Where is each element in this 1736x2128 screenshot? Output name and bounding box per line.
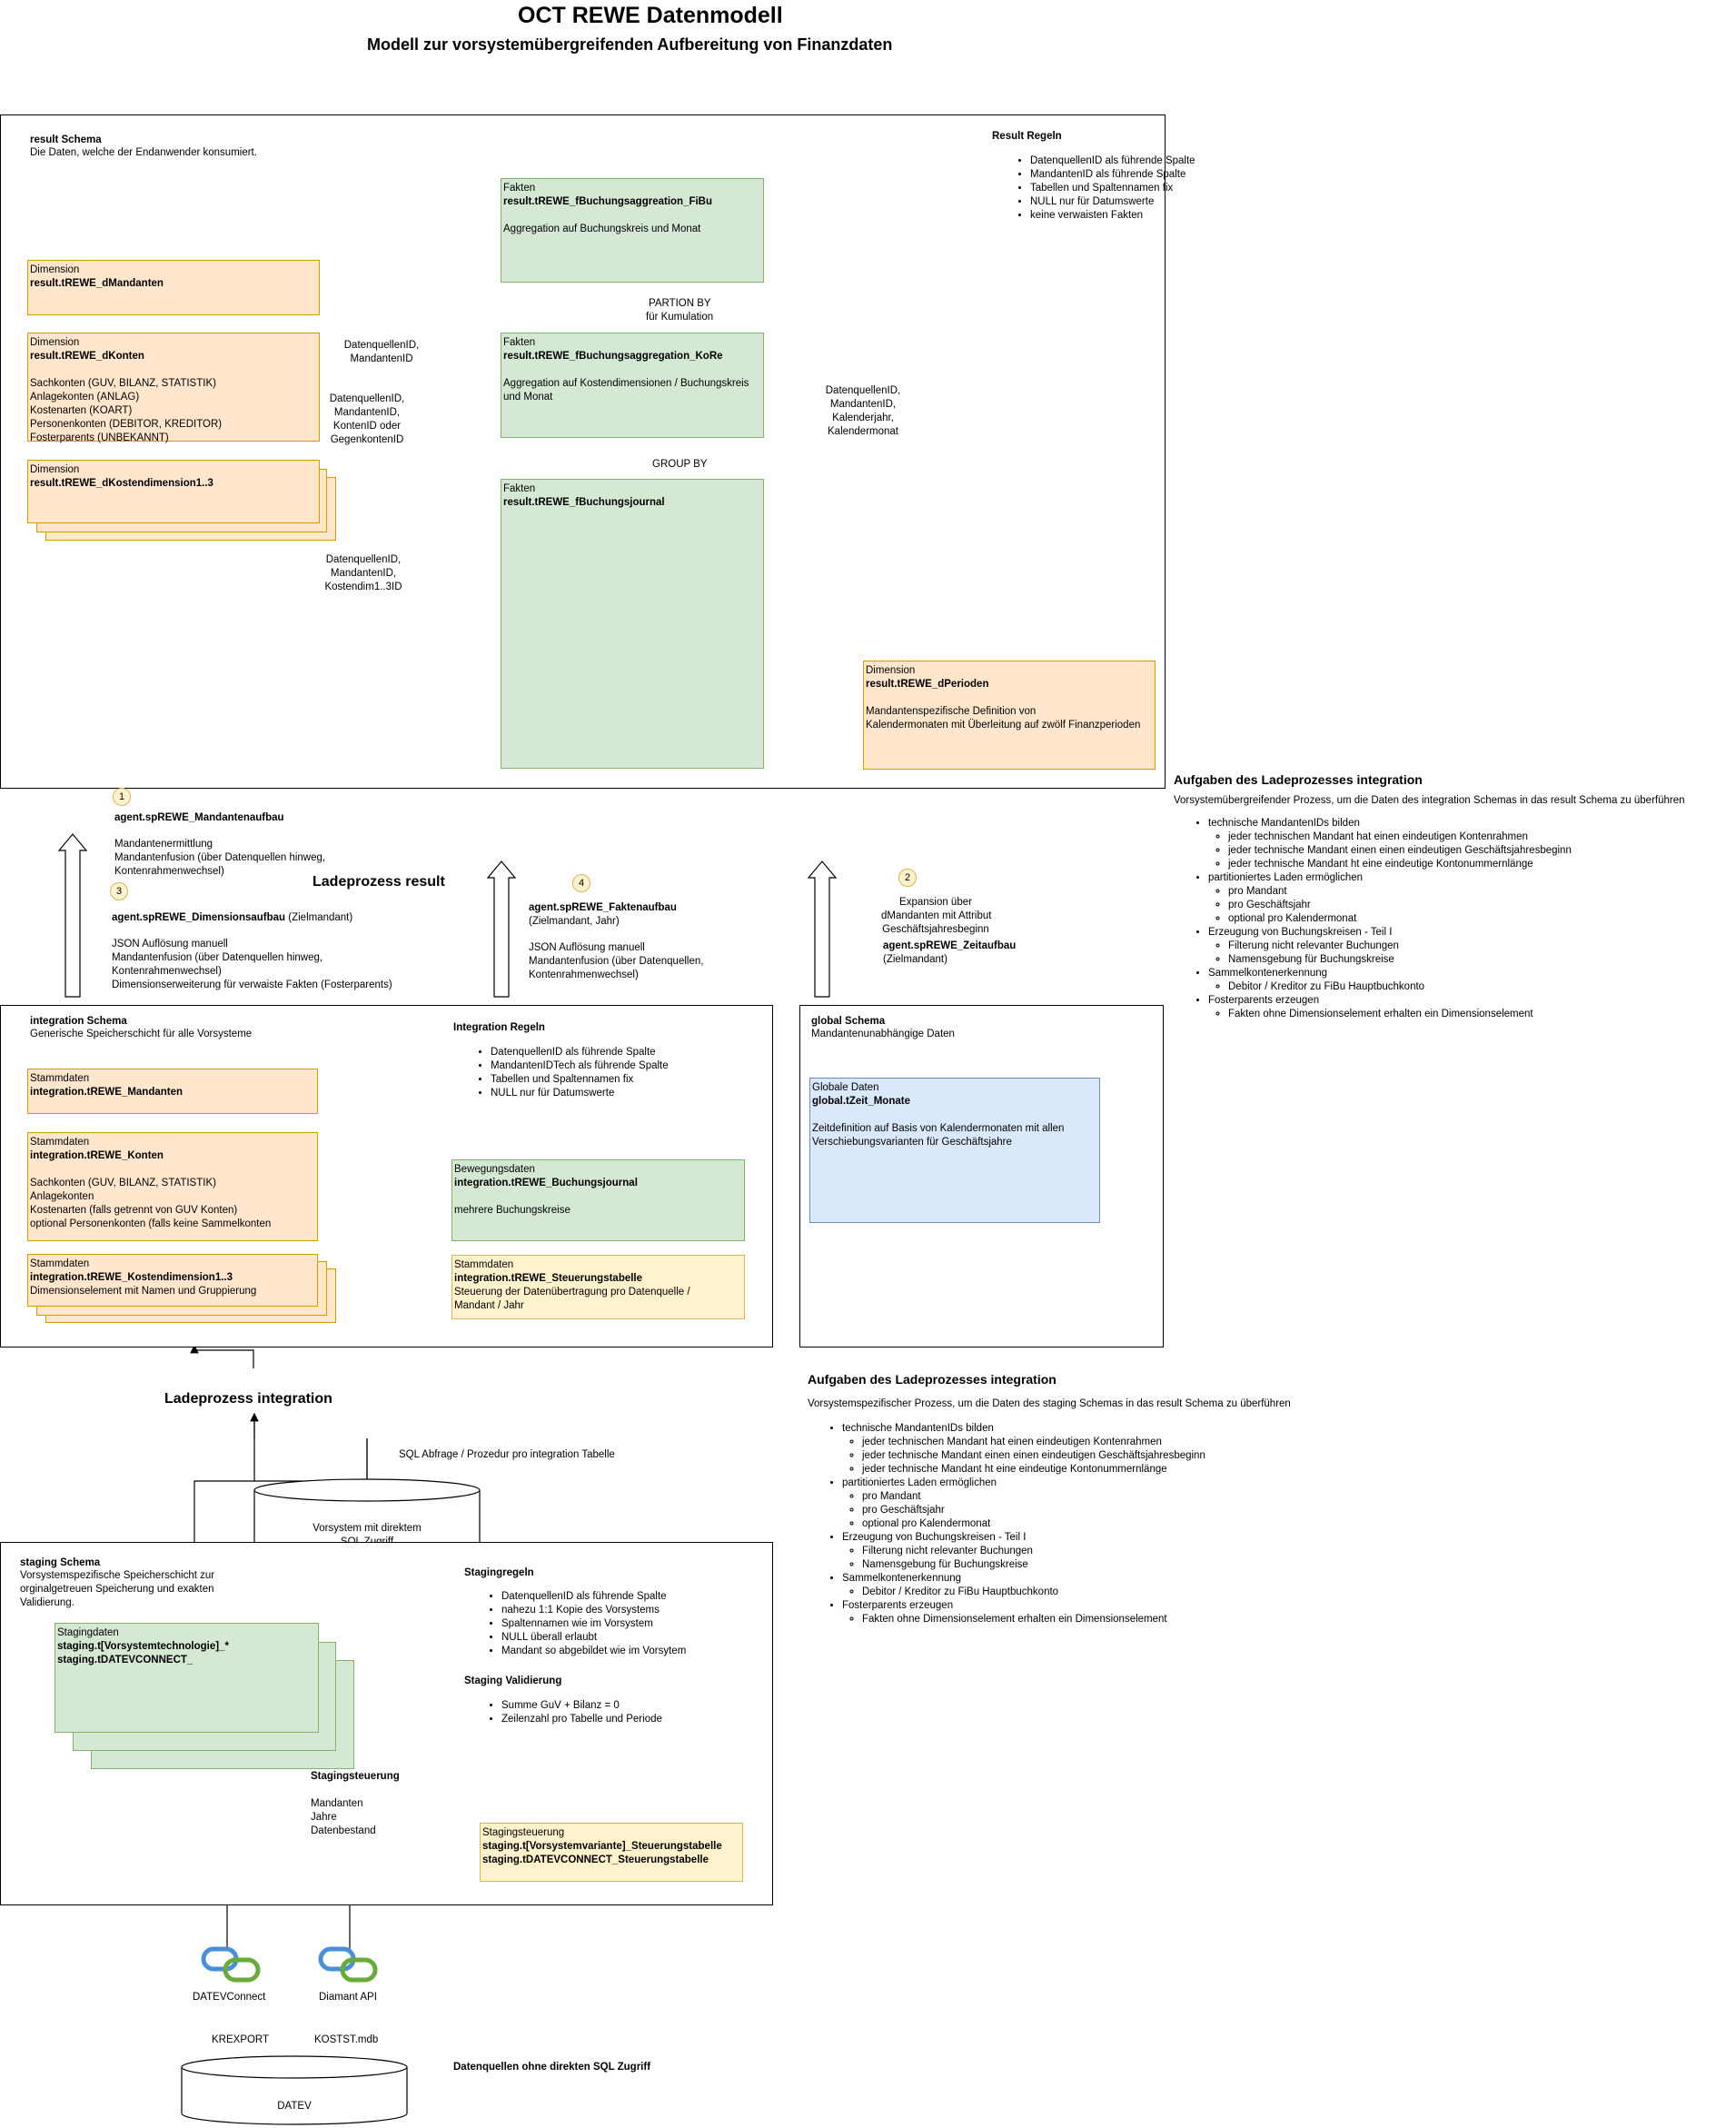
datev-db-label: DATEV: [277, 2101, 312, 2112]
dim-dkonten[interactable]: Dimension result.tREWE_dKonten Sachkonte…: [27, 333, 320, 443]
staging-validation-list: Summe GuV + Bilanz = 0Zeilenzahl pro Tab…: [485, 1699, 662, 1726]
page-title: OCT REWE Datenmodell: [518, 3, 783, 28]
agent-zeitaufbau: agent.spREWE_Zeitaufbau: [883, 940, 1017, 951]
partion-by-label: PARTION BY: [649, 298, 711, 309]
integration-schema-desc: Generische Speicherschicht für alle Vors…: [30, 1029, 253, 1039]
stamm-konten[interactable]: Stammdaten integration.tREWE_Konten Sach…: [27, 1132, 318, 1241]
agent-dimensionsaufbau: agent.spREWE_Dimensionsaufbau (Zielmanda…: [112, 912, 353, 923]
join-label-konten: DatenquellenID,MandantenID,KontenID oder…: [329, 393, 405, 445]
source-datevconnect: DATEVConnect: [193, 1992, 266, 2003]
step-badge-1: 1: [113, 788, 131, 806]
tasks-integration-desc: Vorsystemspezifischer Prozess, um die Da…: [808, 1398, 1291, 1409]
step-badge-3: 3: [110, 882, 128, 900]
result-schema-desc: Die Daten, welche der Endanwender konsum…: [30, 147, 257, 158]
tasks-integration-title: Aufgaben des Ladeprozesses integration: [808, 1372, 1056, 1387]
stamm-kostendimension[interactable]: Stammdaten integration.tREWE_Kostendimen…: [27, 1254, 318, 1307]
global-schema-desc: Mandantenunabhängige Daten: [811, 1029, 955, 1039]
integration-rules-list: DatenquellenID als führende SpalteMandan…: [474, 1046, 669, 1100]
hollow-arrow-3: [807, 860, 838, 998]
global-schema-title: global Schema: [811, 1016, 886, 1027]
staging-schema-title: staging Schema: [20, 1557, 101, 1568]
source-diamant-api: Diamant API: [319, 1992, 377, 2003]
chain-link-icon: [201, 1946, 261, 1983]
staging-schema-desc: Vorsystemspezifische Speicherschicht zur…: [20, 1570, 215, 1608]
stamm-mandanten[interactable]: Stammdaten integration.tREWE_Mandanten: [27, 1069, 318, 1114]
fact-fbuchungsjournal[interactable]: Fakten result.tREWE_fBuchungsjournal: [501, 479, 764, 769]
step-badge-2: 2: [898, 869, 917, 887]
chain-link-icon: [318, 1946, 378, 1983]
step-badge-4: 4: [572, 874, 590, 892]
source-kostst: KOSTST.mdb: [314, 2034, 379, 2045]
fact-fbuchungsaggregation-kore[interactable]: Fakten result.tREWE_fBuchungsaggregation…: [501, 333, 764, 438]
tasks-result-desc: Vorsystemübergreifender Prozess, um die …: [1174, 795, 1685, 806]
bewegung-buchungsjournal[interactable]: Bewegungsdaten integration.tREWE_Buchung…: [451, 1159, 745, 1241]
dim-dperioden[interactable]: Dimension result.tREWE_dPerioden Mandant…: [863, 661, 1156, 770]
join-label-mandanten: DatenquellenID,MandantenID: [343, 340, 420, 364]
join-label-kostendim: DatenquellenID,MandantenID,Kostendim1..3…: [324, 554, 402, 592]
stagingsteuerung-box[interactable]: Stagingsteuerung staging.t[Vorsystemvari…: [480, 1823, 743, 1882]
join-label-perioden: DatenquellenID,MandantenID,Kalenderjahr,…: [825, 385, 901, 437]
stamm-steuerungstabelle[interactable]: Stammdaten integration.tREWE_Steuerungst…: [451, 1255, 745, 1319]
tasks-result-title: Aufgaben des Ladeprozesses integration: [1174, 772, 1423, 787]
staging-rules-list: DatenquellenID als führende Spaltenahezu…: [485, 1590, 686, 1658]
sql-abfrage-label: SQL Abfrage / Prozedur pro integration T…: [399, 1449, 615, 1460]
group-by-label: GROUP BY: [652, 459, 708, 470]
no-sql-sources-label: Datenquellen ohne direkten SQL Zugriff: [453, 2062, 651, 2073]
result-schema-title: result Schema: [30, 134, 102, 145]
staging-validation-title: Staging Validierung: [464, 1676, 562, 1686]
ladeprozess-result-title: Ladeprozess result: [312, 874, 445, 890]
global-zeit-monate[interactable]: Globale Daten global.tZeit_Monate Zeitde…: [809, 1078, 1100, 1223]
result-rules-list: DatenquellenID als führende SpalteMandan…: [1014, 154, 1195, 223]
result-rules-title: Result Regeln: [992, 131, 1062, 142]
agent-faktenaufbau: agent.spREWE_Faktenaufbau: [529, 902, 677, 913]
dim-dkostendimension[interactable]: Dimension result.tREWE_dKostendimension1…: [27, 460, 320, 523]
hollow-arrow-1: [57, 833, 88, 998]
staging-daten[interactable]: Stagingdaten staging.t[Vorsystemtechnolo…: [55, 1623, 319, 1733]
datev-database-icon: [181, 2055, 408, 2125]
hollow-arrow-2: [486, 860, 517, 998]
ladeprozess-integration-title: Ladeprozess integration: [164, 1391, 332, 1407]
staging-rules-title: Stagingregeln: [464, 1567, 534, 1578]
agent-mandantenaufbau: agent.spREWE_Mandantenaufbau: [114, 812, 284, 823]
agent-faktenaufbau-sub: (Zielmandant, Jahr): [529, 916, 620, 927]
source-krexport: KREXPORT: [212, 2034, 270, 2045]
partion-by-sublabel: für Kumulation: [646, 312, 714, 323]
integration-rules-title: Integration Regeln: [453, 1022, 545, 1033]
stagingsteuerung-title: Stagingsteuerung: [311, 1771, 400, 1782]
page-subtitle: Modell zur vorsystemübergreifenden Aufbe…: [367, 35, 893, 54]
integration-schema-title: integration Schema: [30, 1016, 127, 1027]
dim-dmandanten[interactable]: Dimension result.tREWE_dMandanten: [27, 260, 320, 315]
fact-fbuchungsaggregation-fibu[interactable]: Fakten result.tREWE_fBuchungsaggreation_…: [501, 178, 764, 283]
agent-zeitaufbau-sub: (Zielmandant): [883, 954, 947, 965]
tasks-integration-list: technische MandantenIDs bilden jeder tec…: [826, 1422, 1205, 1626]
tasks-result-list: technische MandantenIDs bilden jeder tec…: [1192, 817, 1572, 1021]
